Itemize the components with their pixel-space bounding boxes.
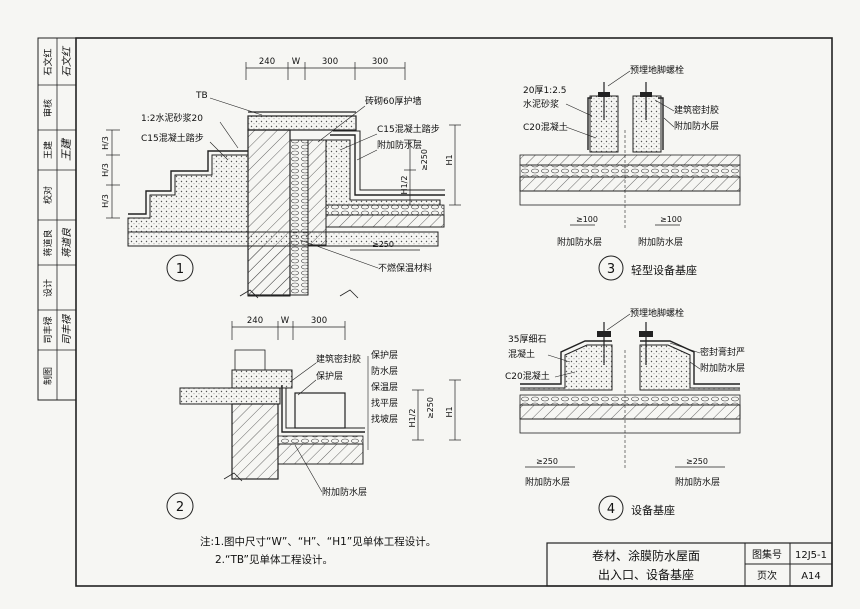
d1-dim-h3-c: H/3 <box>101 194 110 208</box>
d2-dim-250: ≥250 <box>426 397 435 419</box>
d3-label-sealant: 建筑密封胶 <box>674 104 719 116</box>
sidebar-role-7: 制图 <box>42 367 54 385</box>
d4-label-fine-stone: 35厚细石 <box>508 333 546 345</box>
d4-label-concrete: C20混凝土 <box>505 370 550 382</box>
d1-dim-h3-b: H/3 <box>101 163 110 177</box>
d2-dim-300: 300 <box>311 316 327 326</box>
sidebar-role-0: 石文红 <box>42 48 54 75</box>
d4-title: 设备基座 <box>631 503 675 517</box>
d2-layer-4: 找坡层 <box>371 413 398 425</box>
sidebar-role-2: 王建 <box>42 141 54 159</box>
d1-dim-250v: ≥250 <box>420 149 429 171</box>
d2-dim-h1: H1 <box>445 406 454 417</box>
d1-label-insulation: 不燃保温材料 <box>378 262 432 274</box>
d3-label-concrete: C20混凝土 <box>523 121 568 133</box>
d2-label-protect: 保护层 <box>316 370 343 382</box>
sidebar-role-3: 校对 <box>42 186 54 204</box>
d2-layer-1: 防水层 <box>371 365 398 377</box>
detail-3: 20厚1:2.5 水泥砂浆 C20混凝土 预埋地脚螺栓 建筑密封胶 附加防水层 … <box>519 64 741 281</box>
detail-2: 240 W 300 H1/2 ≥250 H1 建筑密封胶 保护层 保护层 防水层… <box>166 316 461 520</box>
sidebar-role-1: 审核 <box>42 99 54 117</box>
note-line-1: 注:1.图中尺寸“W”、“H”、“H1”见单体工程设计。 <box>200 535 436 548</box>
d1-dim-h1: H1 <box>445 154 454 165</box>
sidebar-role-4: 蒋道良 <box>42 229 54 256</box>
d4-label-bolt: 预埋地脚螺栓 <box>630 307 684 319</box>
d2-layer-0: 保护层 <box>371 349 398 361</box>
title-line-2: 出入口、设备基座 <box>598 567 694 582</box>
d1-label-wall: 砖砌60厚护墙 <box>365 95 421 107</box>
d1-label-waterproof: 附加防水层 <box>377 139 422 151</box>
d2-label-waterproof: 附加防水层 <box>322 486 367 498</box>
d3-label-bottom-left: 附加防水层 <box>557 236 602 248</box>
d3-label-bolt: 预埋地脚螺栓 <box>630 64 684 76</box>
d1-label-mortar: 1:2水泥砂浆20 <box>141 112 203 124</box>
d2-dim-w: W <box>281 316 290 326</box>
atlas-label: 图集号 <box>752 548 782 561</box>
sidebar-role-6: 司丰禄 <box>42 316 54 343</box>
sidebar-role-5: 设计 <box>42 279 54 297</box>
d1-number: 1 <box>176 262 184 277</box>
d1-dim-240: 240 <box>259 57 275 67</box>
d3-dim-left: ≥100 <box>576 215 598 224</box>
d2-layer-2: 保温层 <box>371 381 398 393</box>
detail-4: 35厚细石 混凝土 C20混凝土 预埋地脚螺栓 密封膏封严 附加防水层 ≥250… <box>505 307 745 521</box>
atlas-value: 12J5-1 <box>795 550 827 561</box>
d4-dim-right: ≥250 <box>686 457 708 466</box>
title-block: 卷材、涂膜防水屋面 出入口、设备基座 图集号 12J5-1 页次 A14 <box>546 542 833 587</box>
d1-dim-300b: 300 <box>372 57 388 67</box>
d3-label-mortar: 20厚1:2.5 <box>523 85 567 96</box>
sidebar: 石文红 审核 王建 校对 蒋道良 设计 司丰禄 制图 石文红 王建 蒋道良 司丰… <box>37 37 77 401</box>
detail-1: 240 W 300 300 H/3 <box>101 57 461 299</box>
signature-4: 蒋道良 <box>61 227 73 258</box>
d1-dim-250h: ≥250 <box>372 240 394 249</box>
d4-label-seal: 密封膏封严 <box>700 346 745 358</box>
d3-dim-right: ≥100 <box>660 215 682 224</box>
note-line-2: 2.“TB”见单体工程设计。 <box>215 553 333 566</box>
page-label: 页次 <box>757 569 777 582</box>
d1-label-tb: TB <box>195 91 208 101</box>
d3-number: 3 <box>607 262 615 277</box>
d1-dim-w: W <box>292 57 301 67</box>
d1-dim-h1-half: H1/2 <box>400 176 409 195</box>
d4-label-concrete-word: 混凝土 <box>508 348 535 360</box>
d4-number: 4 <box>607 502 615 517</box>
signature-6: 司丰禄 <box>61 314 73 345</box>
signature-2: 王建 <box>60 137 73 161</box>
d2-number: 2 <box>176 500 184 515</box>
d2-dim-h1-half: H1/2 <box>408 409 417 428</box>
d2-dim-240: 240 <box>247 316 263 326</box>
d4-label-bottom-right: 附加防水层 <box>675 476 720 488</box>
d3-label-waterproof: 附加防水层 <box>674 120 719 132</box>
d3-label-mortar2: 水泥砂浆 <box>523 98 559 110</box>
d2-label-sealant: 建筑密封胶 <box>316 353 361 365</box>
d1-label-step2: C15混凝土踏步 <box>377 123 440 135</box>
d3-label-bottom-right: 附加防水层 <box>638 236 683 248</box>
d1-dim-h3-a: H/3 <box>101 136 110 150</box>
d1-label-step: C15混凝土踏步 <box>141 132 204 144</box>
d2-layer-3: 找平层 <box>371 397 398 409</box>
title-line-1: 卷材、涂膜防水屋面 <box>592 548 700 563</box>
page-value: A14 <box>801 571 821 582</box>
d4-label-bottom-left: 附加防水层 <box>525 476 570 488</box>
d3-title: 轻型设备基座 <box>631 263 697 277</box>
d4-label-waterproof: 附加防水层 <box>700 362 745 374</box>
d1-dim-300a: 300 <box>322 57 338 67</box>
d4-dim-left: ≥250 <box>536 457 558 466</box>
signature-0: 石文红 <box>61 45 73 77</box>
